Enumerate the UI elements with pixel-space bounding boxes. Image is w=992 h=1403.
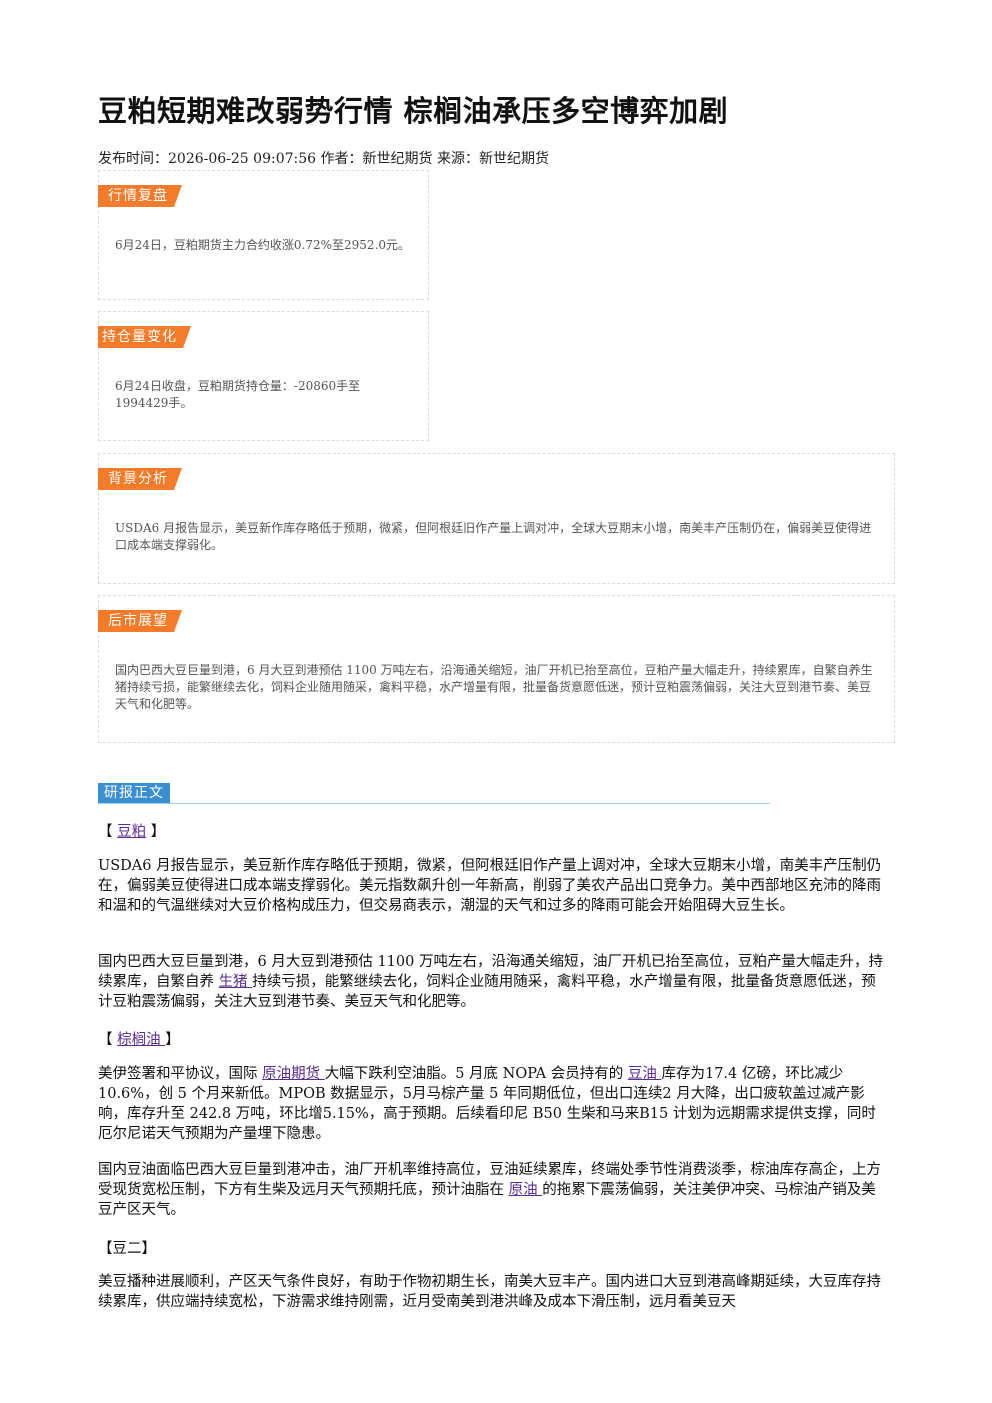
box-text: 国内巴西大豆巨量到港，6 月大豆到港预估 1100 万吨左右，沿海通关缩短，油厂… (115, 663, 873, 711)
box-text: 6月24日收盘，豆粕期货持仓量：-20860手至1994429手。 (115, 379, 361, 410)
tag-background: 背景分析 (98, 468, 182, 490)
link-soymeal[interactable]: 豆粕 (117, 824, 147, 840)
box-text: 6月24日，豆粕期货主力合约收涨0.72%至2952.0元。 (115, 238, 411, 252)
paragraph-soymeal-2: 国内巴西大豆巨量到港，6 月大豆到港预估 1100 万吨左右，沿海通关缩短，油厂… (98, 954, 883, 1010)
summary-box-open-interest: 持仓量变化 6月24日收盘，豆粕期货持仓量：-20860手至1994429手。 (98, 311, 429, 441)
summary-box-background: 背景分析 USDA6 月报告显示，美豆新作库存略低于预期，微紧，但阿根廷旧作产量… (98, 453, 895, 584)
summary-box-market-review: 行情复盘 6月24日，豆粕期货主力合约收涨0.72%至2952.0元。 (98, 170, 429, 300)
publish-meta: 发布时间：2026-06-25 09:07:56 作者：新世纪期货 来源：新世纪… (98, 151, 549, 167)
summary-box-outlook: 后市展望 国内巴西大豆巨量到港，6 月大豆到港预估 1100 万吨左右，沿海通关… (98, 595, 895, 743)
paragraph-palm-oil-1: 美伊签署和平协议，国际 原油期货 大幅下跌利空油脂。5 月底 NOPA 会员持有… (98, 1066, 876, 1142)
link-soybean-oil[interactable]: 豆油 (627, 1066, 662, 1082)
link-live-hog[interactable]: 生猪 (218, 974, 253, 990)
heading-soymeal: 【 豆粕 】 (98, 820, 165, 841)
tag-market-review: 行情复盘 (98, 185, 182, 207)
page-title: 豆粕短期难改弱势行情 棕榈油承压多空博弈加剧 (98, 94, 729, 128)
paragraph-soybean-no2: 美豆播种进展顺利，产区天气条件良好，有助于作物初期生长，南美大豆丰产。国内进口大… (98, 1274, 881, 1310)
heading-palm-oil: 【 棕榈油 】 (98, 1028, 180, 1049)
bracket-open: 【 (98, 1032, 118, 1048)
bracket-close: 】 (146, 824, 166, 840)
tag-outlook: 后市展望 (98, 610, 182, 632)
link-palm-oil[interactable]: 棕榈油 (117, 1032, 166, 1048)
bracket-close: 】 (165, 1032, 180, 1048)
box-text: USDA6 月报告显示，美豆新作库存略低于预期，微紧，但阿根廷旧作产量上调对冲，… (115, 521, 872, 552)
link-crude-oil-futures[interactable]: 原油期货 (262, 1066, 325, 1082)
paragraph-soymeal-1: USDA6 月报告显示，美豆新作库存略低于预期，微紧，但阿根廷旧作产量上调对冲，… (98, 858, 882, 914)
report-body-header: 研报正文 (98, 783, 770, 804)
bracket-open: 【 (98, 824, 118, 840)
heading-soybean-no2: 【豆二】 (98, 1241, 156, 1257)
link-crude-oil[interactable]: 原油 (508, 1182, 543, 1198)
paragraph-palm-oil-2: 国内豆油面临巴西大豆巨量到港冲击，油厂开机率维持高位，豆油延续累库，终端处季节性… (98, 1162, 881, 1218)
tag-open-interest: 持仓量变化 (98, 326, 191, 348)
report-body-label: 研报正文 (98, 783, 170, 803)
